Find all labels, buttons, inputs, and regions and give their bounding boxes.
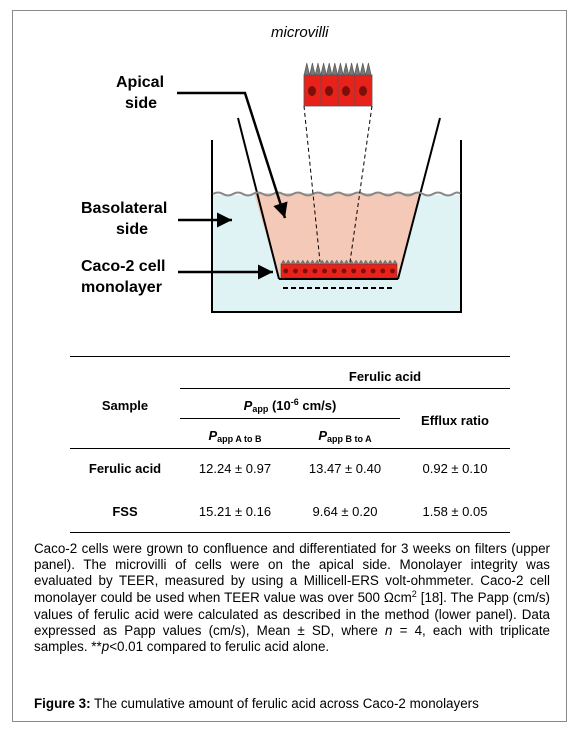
cell-nucleus (380, 268, 386, 274)
cell-microvilli (300, 259, 311, 265)
cell-microvilli (329, 259, 340, 265)
microvilli-label: microvilli (271, 24, 329, 41)
apical-label-line2: side (125, 95, 158, 112)
cell-microvilli (338, 259, 350, 265)
row1-ab: 12.24 ± 0.97 (198, 461, 272, 476)
row1-efflux: 0.92 ± 0.10 (422, 461, 488, 476)
basolateral-label-line2: side (116, 221, 149, 238)
cell-nucleus (370, 268, 376, 274)
row1-sample: Ferulic acid (88, 461, 162, 476)
surface-wave (212, 191, 461, 197)
cell-microvilli (319, 259, 330, 265)
transwell-diagram (177, 62, 462, 313)
row2-efflux: 1.58 ± 0.05 (422, 504, 488, 519)
table-top-rule (70, 356, 510, 357)
apical-arrow (177, 91, 288, 219)
cell-microvilli (368, 259, 379, 265)
magnify-line-left (303, 105, 321, 263)
basolateral-label-line1: Basolateral (81, 200, 168, 217)
table-bottom-rule (70, 532, 510, 533)
cell-nucleus (302, 268, 308, 274)
header-papp-rule (180, 418, 400, 419)
header-ab: Papp A to B (208, 428, 262, 444)
header-group: Ferulic acid (348, 369, 422, 384)
microvilli-shape (303, 62, 372, 76)
cell-microvilli (358, 259, 369, 265)
header-group-rule (180, 388, 510, 389)
cell-nucleus (322, 268, 327, 274)
row2-sample: FSS (112, 504, 138, 519)
cell-microvilli (280, 259, 291, 265)
cell-microvilli (309, 259, 320, 265)
magnified-cells (303, 62, 373, 107)
cell-nucleus (331, 268, 337, 274)
apical-label-line1: Apical (116, 74, 165, 91)
cell-nucleus (312, 268, 318, 274)
row1-ba: 13.47 ± 0.40 (308, 461, 382, 476)
header-bottom-rule (70, 448, 510, 449)
header-ba: Papp B to A (318, 428, 372, 444)
row2-ba: 9.64 ± 0.20 (312, 504, 378, 519)
magnify-line-right (349, 105, 373, 263)
cell-nucleus (351, 268, 357, 274)
apical-medium (254, 193, 420, 279)
row2-ab: 15.21 ± 0.16 (198, 504, 272, 519)
outer-well (211, 140, 462, 313)
insert-walls (237, 117, 441, 280)
cell-microvilli (377, 259, 388, 265)
cell-microvilli (290, 259, 301, 265)
header-papp: Papp (10-6 cm/s) (243, 397, 337, 414)
header-sample: Sample (101, 398, 149, 413)
caco-label-line1: Caco-2 cell (81, 258, 166, 275)
figure-description: Caco-2 cells were grown to confluence an… (34, 541, 550, 655)
cell-microvilli (387, 259, 398, 265)
cell-nucleus (341, 268, 347, 274)
caco-label-line2: monolayer (81, 279, 162, 296)
figure-caption: Figure 3: The cumulative amount of ferul… (34, 696, 479, 711)
cell-nucleus (390, 268, 395, 274)
cell-nucleus (283, 268, 289, 274)
cell-nucleus (361, 268, 366, 274)
header-efflux: Efflux ratio (421, 413, 489, 428)
cell-nucleus (293, 268, 298, 274)
